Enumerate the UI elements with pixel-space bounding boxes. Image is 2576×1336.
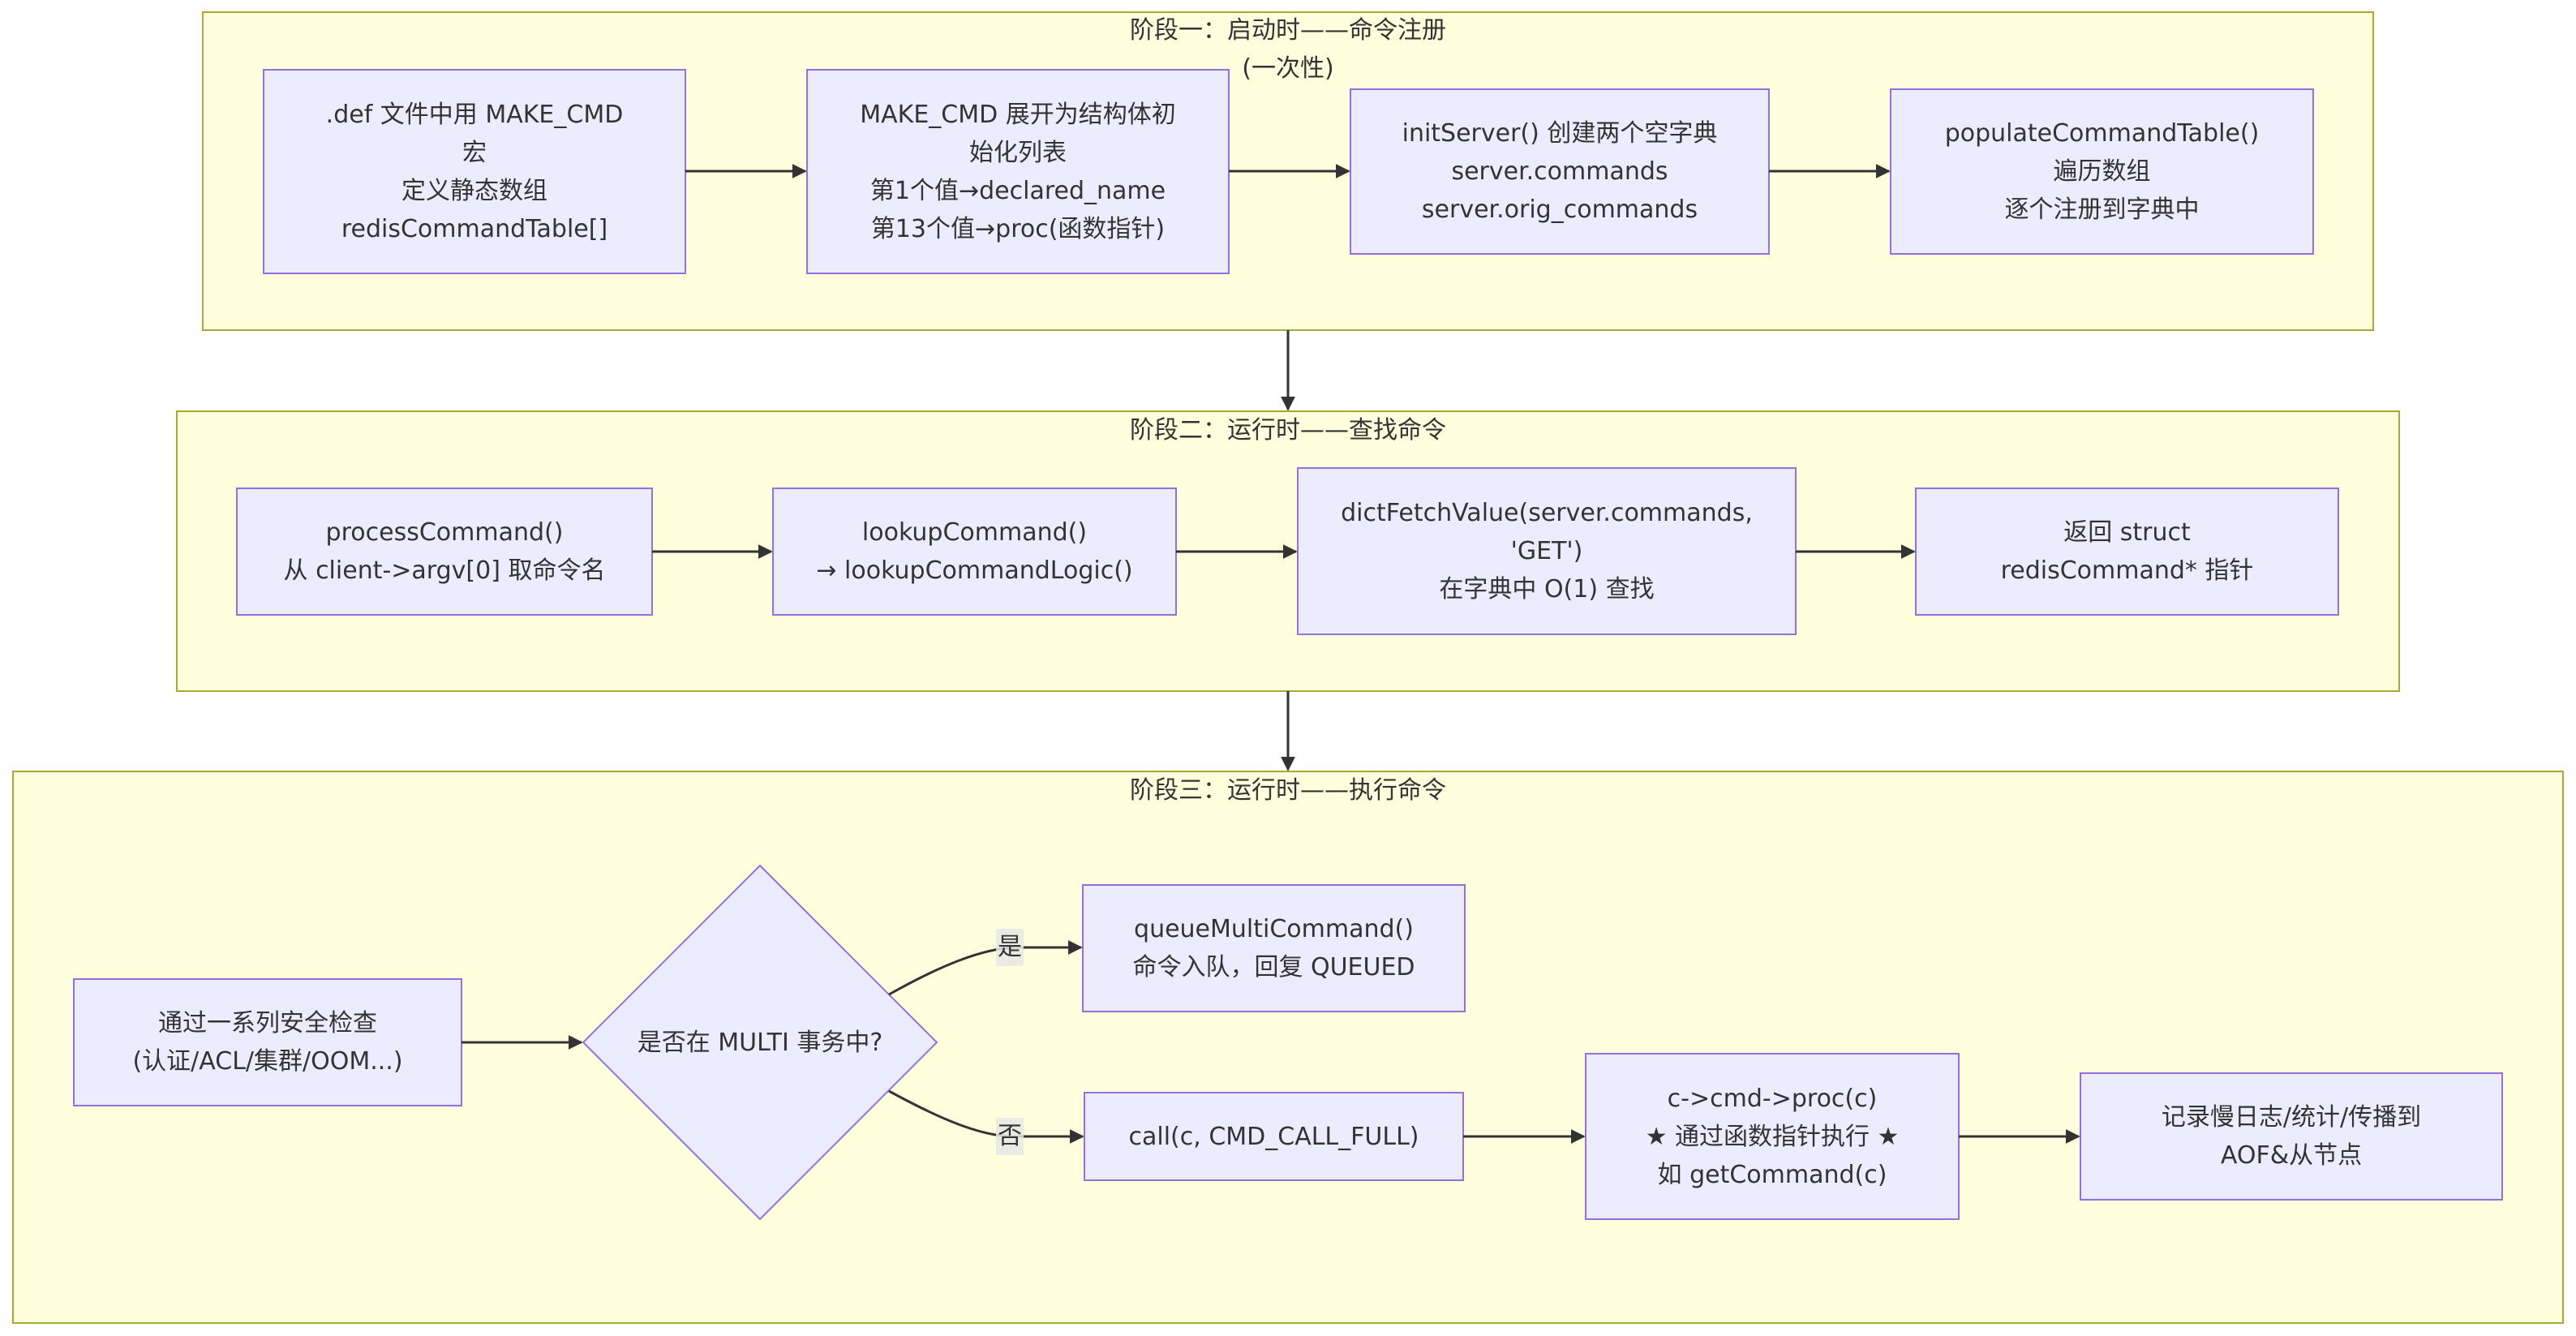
- node-text-line: lookupCommand(): [861, 518, 1088, 547]
- node-text-line: → lookupCommandLogic(): [816, 556, 1133, 585]
- node-text-line: 第13个值→proc(函数指针): [870, 214, 1166, 243]
- node-lookup-command-label: lookupCommand() → lookupCommandLogic(): [773, 488, 1176, 615]
- node-text-line: 宏: [462, 138, 487, 167]
- node-call-full[interactable]: [1084, 1092, 1464, 1181]
- edge-label-yes: 是: [996, 929, 1024, 966]
- node-security-checks[interactable]: [73, 978, 462, 1106]
- node-populate-label: populateCommandTable() 遍历数组 逐个注册到字典中: [1891, 89, 2313, 254]
- node-call-full-label: call(c, CMD_CALL_FULL): [1084, 1093, 1463, 1180]
- node-populate[interactable]: [1890, 88, 2314, 255]
- node-lookup-command[interactable]: [772, 488, 1177, 616]
- node-make-cmd-label: MAKE_CMD 展开为结构体初 始化列表 第1个值→declared_name…: [807, 70, 1229, 273]
- node-make-cmd[interactable]: [806, 69, 1230, 274]
- node-queue-multi-label: queueMultiCommand() 命令入队，回复 QUEUED: [1083, 885, 1465, 1012]
- stage2-title: 阶段二：运行时——查找命令: [1045, 411, 1531, 449]
- node-text-line: redisCommand* 指针: [2000, 556, 2254, 585]
- node-text-line: ★ 通过函数指针执行 ★: [1645, 1122, 1900, 1151]
- node-text-line: 定义静态数组: [401, 176, 547, 205]
- node-text-line: server.commands: [1451, 157, 1668, 186]
- node-text-line: call(c, CMD_CALL_FULL): [1128, 1122, 1419, 1151]
- node-return-struct-label: 返回 struct redisCommand* 指针: [1916, 488, 2338, 615]
- node-text-line: queueMultiCommand(): [1134, 915, 1414, 943]
- node-text-line: 始化列表: [969, 138, 1067, 167]
- node-is-multi-diamond[interactable]: [582, 864, 938, 1221]
- node-init-server[interactable]: [1350, 88, 1770, 255]
- node-text-line: 在字典中 O(1) 查找: [1439, 575, 1655, 604]
- node-return-struct[interactable]: [1915, 488, 2339, 616]
- node-process-command-label: processCommand() 从 client->argv[0] 取命令名: [237, 488, 652, 615]
- node-text-line: server.orig_commands: [1421, 195, 1698, 224]
- node-proc-exec-label: c->cmd->proc(c) ★ 通过函数指针执行 ★ 如 getComman…: [1586, 1054, 1959, 1219]
- node-text-line: dictFetchValue(server.commands,: [1341, 499, 1753, 527]
- node-text-line: MAKE_CMD 展开为结构体初: [860, 100, 1176, 129]
- node-text-line: 遍历数组: [2053, 157, 2151, 186]
- node-text-line: initServer() 创建两个空字典: [1402, 119, 1718, 148]
- node-text-line: 'GET'): [1510, 537, 1583, 565]
- node-dict-fetch-label: dictFetchValue(server.commands, 'GET') 在…: [1298, 468, 1796, 634]
- node-queue-multi[interactable]: [1082, 884, 1466, 1012]
- node-text-line: processCommand(): [325, 518, 564, 547]
- node-text-line: 记录慢日志/统计/传播到: [2161, 1103, 2422, 1132]
- stage3-title: 阶段三：运行时——执行命令: [1045, 771, 1531, 810]
- node-def-file-label: .def 文件中用 MAKE_CMD 宏 定义静态数组 redisCommand…: [264, 70, 685, 273]
- node-text-line: 如 getCommand(c): [1657, 1160, 1887, 1189]
- node-text-line: 逐个注册到字典中: [2004, 195, 2200, 224]
- node-text-line: AOF&从节点: [2220, 1141, 2363, 1170]
- stage1-title-line2: (一次性): [1242, 54, 1334, 83]
- node-text-line: redisCommandTable[]: [341, 214, 608, 243]
- node-dict-fetch[interactable]: [1297, 467, 1797, 635]
- edge-label-no: 否: [996, 1118, 1024, 1155]
- node-process-command[interactable]: [236, 488, 653, 616]
- stage1-title: 阶段一：启动时——命令注册 (一次性): [1045, 11, 1531, 88]
- node-text-line: 命令入队，回复 QUEUED: [1132, 953, 1415, 982]
- stage2-title-line1: 阶段二：运行时——查找命令: [1130, 416, 1446, 445]
- node-log-stats-label: 记录慢日志/统计/传播到 AOF&从节点: [2080, 1073, 2502, 1200]
- node-proc-exec[interactable]: [1585, 1053, 1960, 1220]
- node-init-server-label: initServer() 创建两个空字典 server.commands ser…: [1350, 89, 1769, 254]
- node-text-line: populateCommandTable(): [1944, 119, 2260, 148]
- node-text-line: c->cmd->proc(c): [1667, 1084, 1878, 1113]
- node-log-stats[interactable]: [2080, 1072, 2503, 1201]
- stage1-title-line1: 阶段一：启动时——命令注册: [1130, 16, 1446, 45]
- stage3-title-line1: 阶段三：运行时——执行命令: [1130, 776, 1446, 805]
- node-text-line: 是否在 MULTI 事务中?: [637, 1029, 883, 1057]
- node-text-line: 从 client->argv[0] 取命令名: [283, 556, 606, 585]
- node-is-multi-label: 是否在 MULTI 事务中?: [583, 1024, 937, 1062]
- node-security-checks-label: 通过一系列安全检查 (认证/ACL/集群/OOM...): [74, 979, 462, 1106]
- node-text-line: 通过一系列安全检查: [158, 1009, 377, 1037]
- node-def-file[interactable]: [263, 69, 686, 274]
- node-text-line: 第1个值→declared_name: [869, 176, 1166, 205]
- node-text-line: (认证/ACL/集群/OOM...): [132, 1047, 403, 1076]
- node-text-line: .def 文件中用 MAKE_CMD: [325, 100, 624, 129]
- node-text-line: 返回 struct: [2063, 518, 2191, 547]
